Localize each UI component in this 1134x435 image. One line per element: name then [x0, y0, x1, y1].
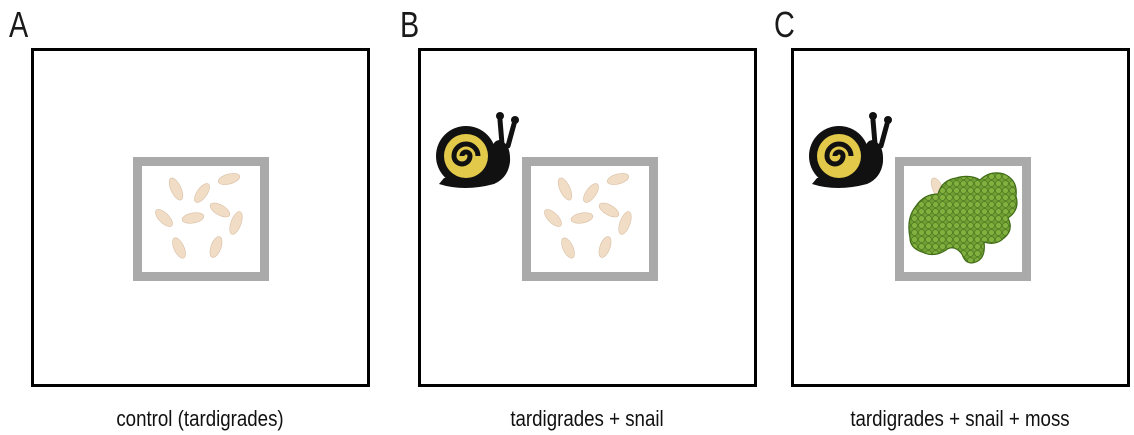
tardigrade — [598, 202, 620, 218]
tardigrade — [209, 202, 231, 218]
tardigrade — [181, 212, 205, 224]
enclosure-b — [522, 157, 658, 281]
panel-label-c: C — [774, 4, 795, 45]
tardigrade — [155, 209, 173, 227]
enclosure-c — [895, 157, 1031, 281]
tardigrade — [544, 209, 562, 227]
arena-frame-b — [418, 48, 757, 387]
tardigrade — [570, 212, 594, 224]
tardigrade-group-a — [155, 173, 243, 259]
tardigrade — [168, 177, 184, 201]
caption-c: tardigrades + snail + moss — [850, 406, 1070, 431]
caption-a: control (tardigrades) — [116, 406, 284, 431]
tardigrade-group-b — [544, 173, 632, 259]
tardigrade — [172, 237, 186, 259]
panel-label-b: B — [400, 4, 420, 45]
tardigrade — [561, 237, 575, 259]
arena-frame-c — [791, 48, 1130, 387]
tardigrade — [583, 183, 599, 203]
tardigrade — [209, 236, 223, 258]
panel-label-a: A — [9, 4, 29, 45]
tardigrade — [217, 173, 241, 185]
tardigrade — [618, 211, 632, 235]
enclosure-a — [133, 157, 269, 281]
arena-frame-a — [31, 48, 370, 387]
tardigrade — [194, 183, 210, 203]
snail-icon — [807, 104, 893, 192]
tardigrade-group-c — [908, 172, 1018, 264]
tardigrade — [606, 173, 630, 185]
tardigrade — [229, 211, 243, 235]
tardigrade — [598, 236, 612, 258]
caption-b: tardigrades + snail — [510, 406, 664, 431]
moss-clump — [908, 172, 1018, 264]
tardigrade — [557, 177, 573, 201]
snail-icon — [434, 104, 520, 192]
